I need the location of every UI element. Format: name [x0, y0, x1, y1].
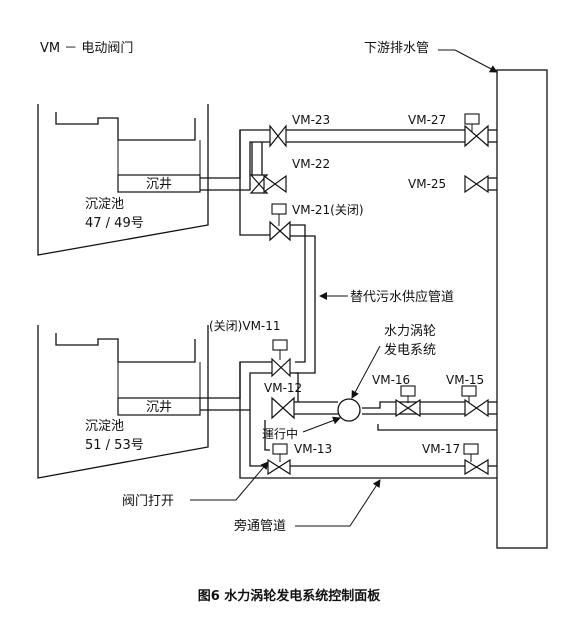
- downstream-pipe: [496, 69, 548, 549]
- downstream-pipe-arrow: [454, 49, 498, 73]
- valve-open-arrow: [190, 461, 269, 501]
- running-arrow: [302, 416, 341, 433]
- valve-vm27-label: VM-27: [408, 113, 446, 127]
- valve-vm12-label: VM-12: [264, 381, 302, 395]
- turbine-arrow: [351, 345, 381, 399]
- tank-upper-name: 沉淀池: [85, 197, 124, 212]
- upper-piping: [200, 129, 497, 374]
- valve-vm25[interactable]: [464, 174, 489, 194]
- downstream-pipe-label: 下游排水管: [364, 41, 429, 56]
- lower-piping: [200, 361, 497, 479]
- valve-vm16[interactable]: [395, 385, 421, 418]
- valve-vm16-label: VM-16: [372, 373, 410, 387]
- tank-upper-number: 47 / 49号: [85, 216, 144, 231]
- tank-lower: 沉井 沉淀池 51 / 53号: [37, 325, 209, 479]
- valve-vm17[interactable]: [463, 443, 489, 476]
- valve-vm27[interactable]: [464, 113, 489, 148]
- valve-vm11-label: (关闭)VM-11: [209, 319, 281, 333]
- tank-upper-well-label: 沉井: [146, 177, 172, 192]
- valve-vm23-label: VM-23: [292, 113, 330, 127]
- valve-vm11[interactable]: [271, 339, 291, 378]
- valve-vm25-label: VM-25: [408, 177, 446, 191]
- bypass-arrow: [295, 479, 381, 527]
- tank-upper-well: [117, 174, 201, 193]
- valve-vm13[interactable]: [267, 443, 291, 476]
- turbine-label-1: 水力涡轮: [384, 324, 436, 339]
- valve-vm15-label: VM-15: [446, 373, 484, 387]
- valve-vm13-label: VM-13: [294, 442, 332, 456]
- valve-vm22[interactable]: [249, 174, 287, 194]
- valve-vm22-label: VM-22: [292, 157, 330, 171]
- turbine-label-2: 发电系统: [384, 342, 436, 358]
- legend-text: VM － 电动阀门: [40, 41, 133, 56]
- valve-open-label: 阀门打开: [122, 494, 174, 509]
- running-label: 運行中: [262, 426, 298, 441]
- valve-vm15[interactable]: [461, 385, 489, 418]
- bypass-label: 旁通管道: [234, 518, 286, 534]
- alt-supply-label: 替代污水供应管道: [350, 289, 454, 305]
- tank-lower-name: 沉淀池: [85, 419, 124, 434]
- valve-vm21-label: VM-21(关闭): [292, 203, 364, 217]
- turbine-generator: [337, 398, 361, 422]
- valve-vm12[interactable]: [271, 396, 295, 420]
- tank-upper: 沉井 沉淀池 47 / 49号: [37, 104, 209, 256]
- valve-vm21[interactable]: [269, 203, 291, 242]
- figure-caption: 图6 水力涡轮发电系统控制面板: [198, 588, 382, 604]
- tank-lower-number: 51 / 53号: [85, 438, 144, 453]
- valve-vm17-label: VM-17: [422, 442, 460, 456]
- tank-lower-well: [117, 397, 201, 416]
- tank-lower-well-label: 沉井: [146, 400, 172, 415]
- valve-vm23[interactable]: [269, 124, 287, 148]
